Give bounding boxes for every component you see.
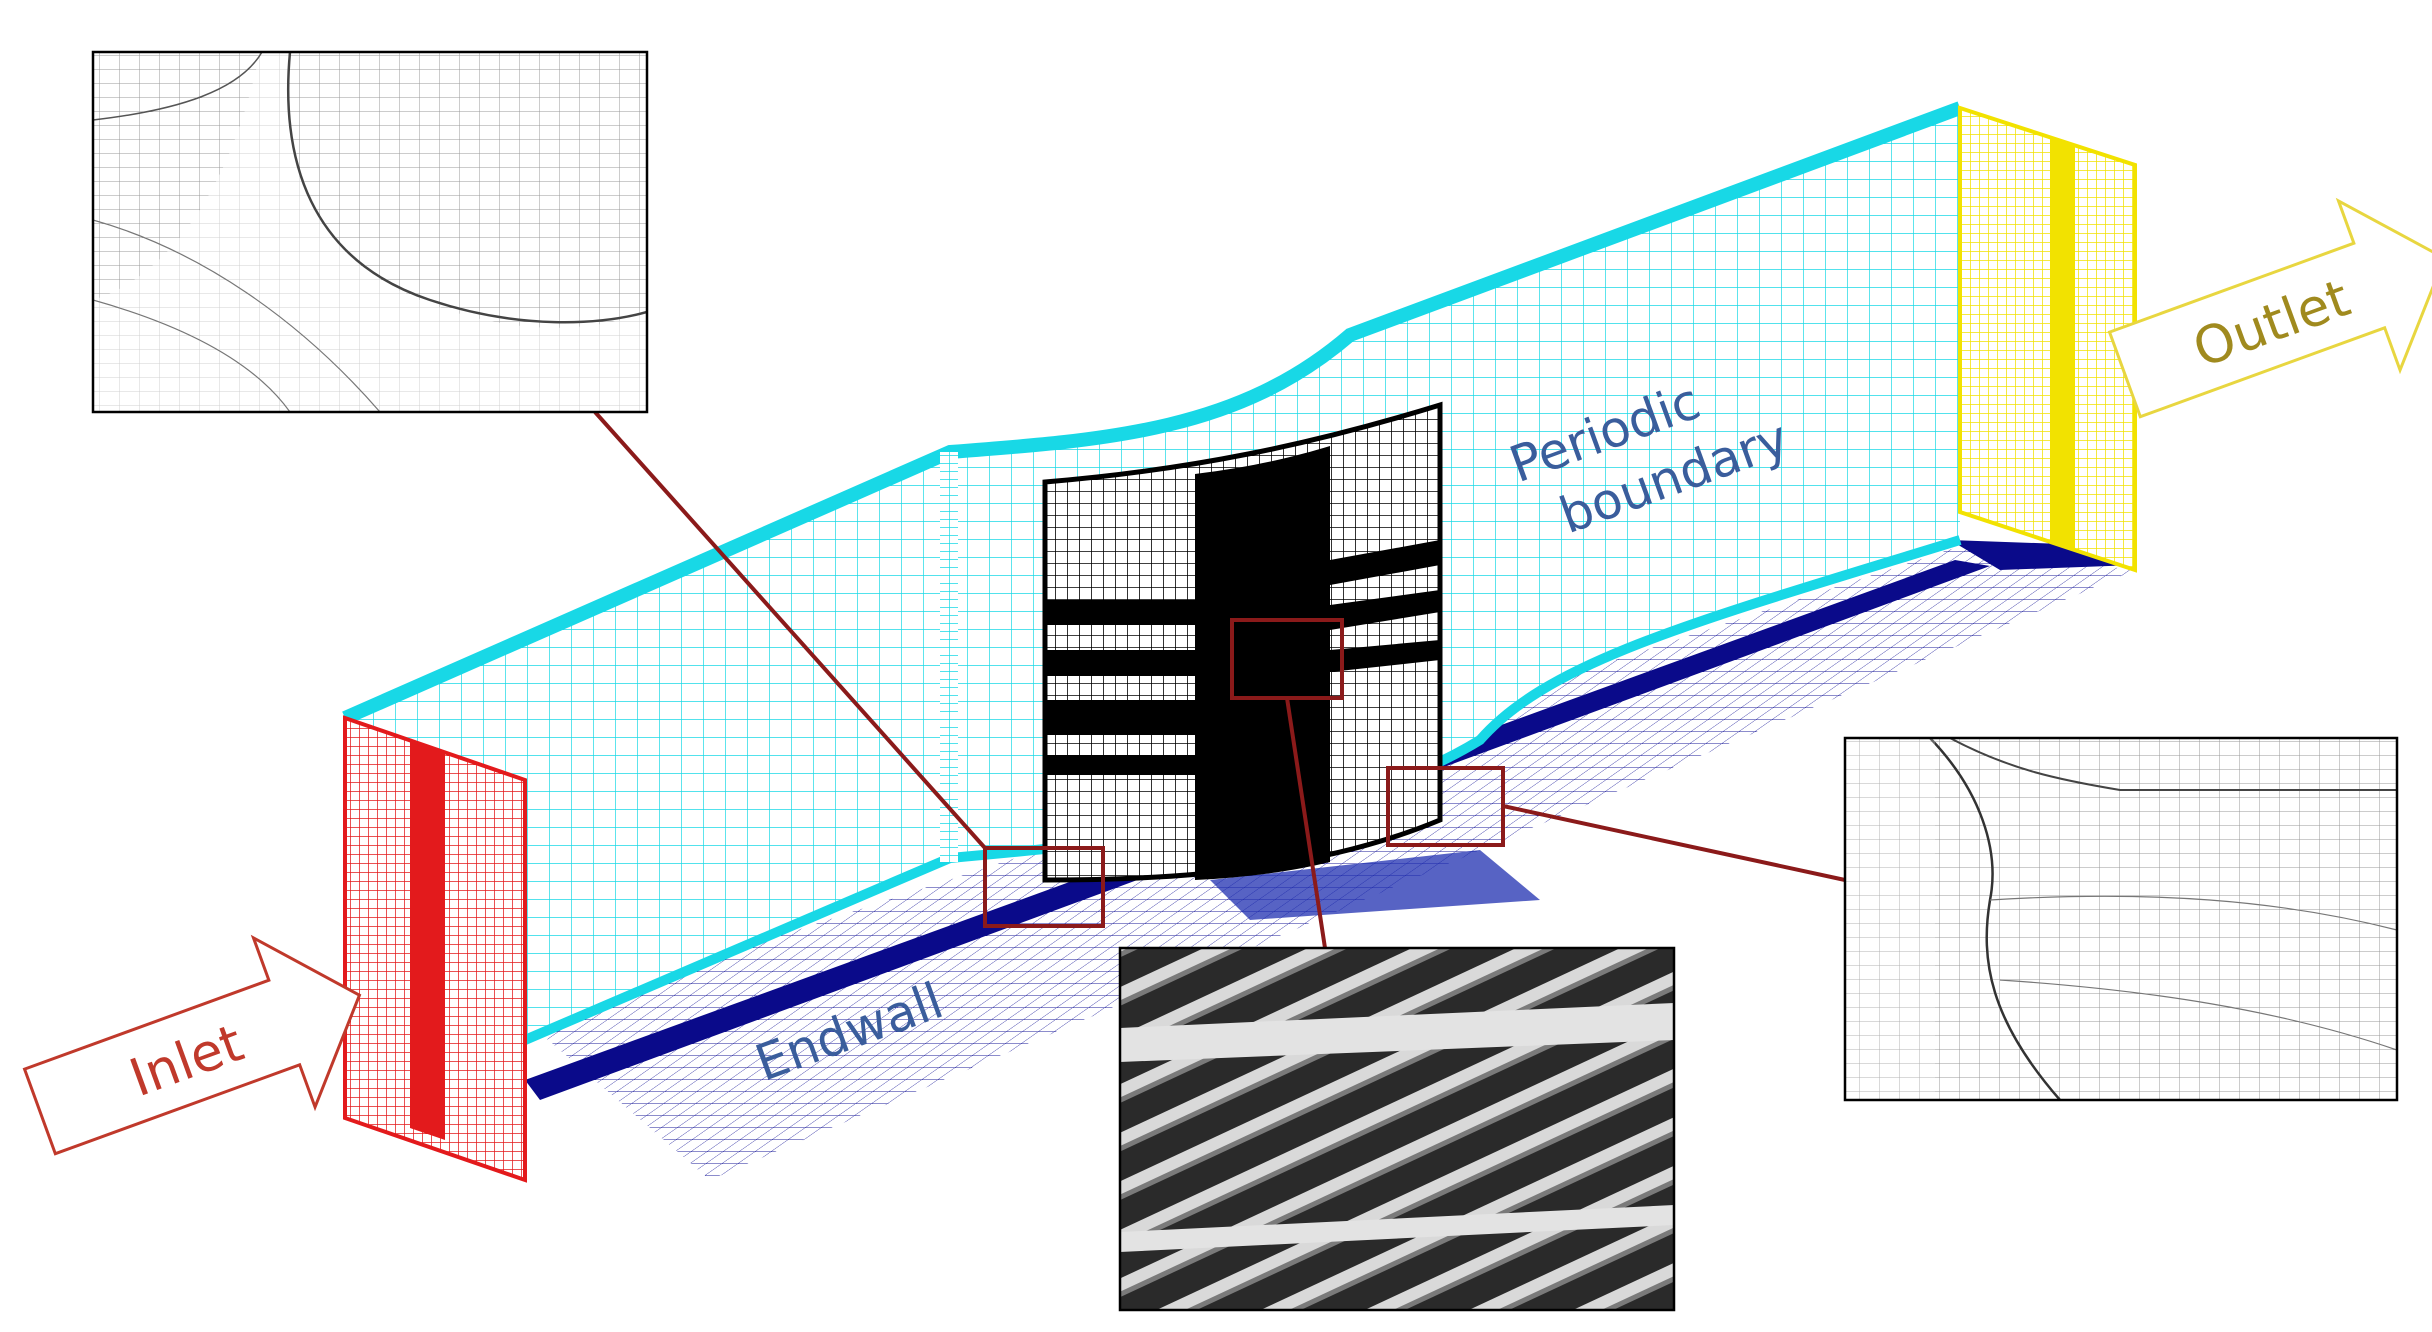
zoom-inset-middle [1118, 946, 1676, 1312]
locator-box-leading-edge [983, 846, 1105, 928]
outlet-arrow: Outlet [2107, 197, 2432, 419]
leader-line-right [1502, 804, 1846, 882]
outlet-face [1958, 105, 2137, 573]
inlet-face [343, 715, 527, 1183]
zoom-inset-top-left [91, 50, 649, 414]
leader-lines [593, 410, 1846, 949]
inlet-arrow: Inlet [22, 934, 362, 1156]
leader-line-top-left [593, 410, 987, 850]
leader-line-middle [1285, 697, 1327, 949]
zoom-inset-right [1843, 736, 2399, 1102]
blade-mesh [1042, 401, 1443, 883]
cooling-hole-rows [1045, 540, 1440, 775]
